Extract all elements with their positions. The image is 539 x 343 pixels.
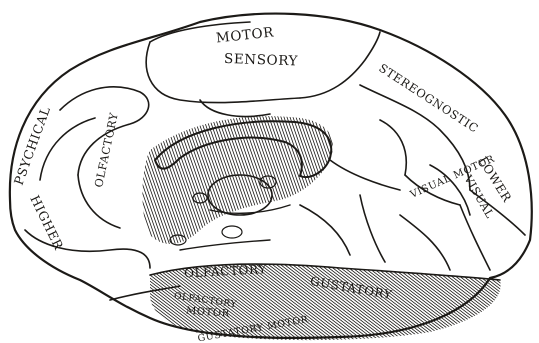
basal-shading [60, 255, 539, 343]
label-olfactory-lower: OLFACTORY [184, 262, 268, 280]
label-motor-small: MOTOR [186, 306, 231, 320]
label-sensory: SENSORY [224, 51, 299, 70]
label-olfactory-upper: OLFACTORY [92, 111, 121, 188]
label-stereognostic: STEREOGNOSTIC [376, 61, 481, 136]
label-motor: MOTOR [215, 24, 275, 46]
